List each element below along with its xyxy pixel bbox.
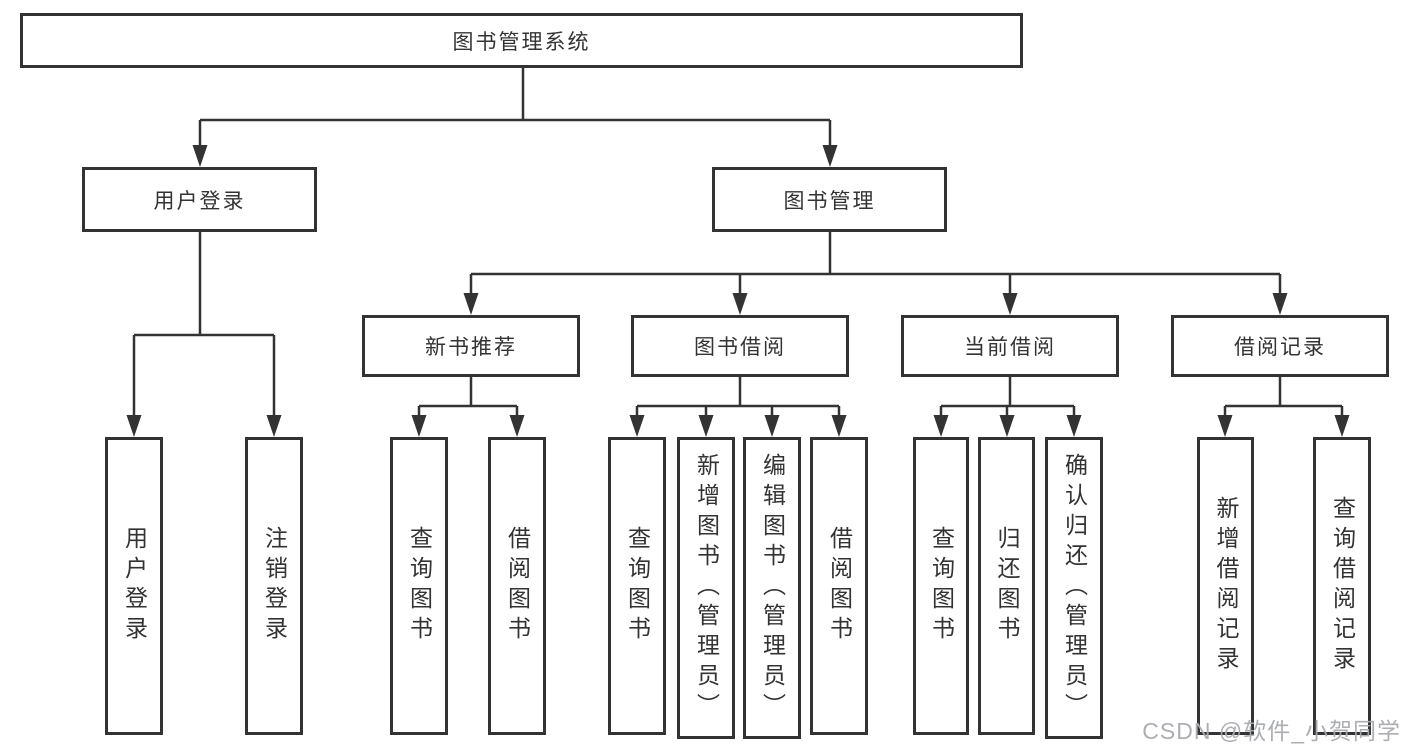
leaf-label: 编辑图书（管理员） <box>759 453 786 723</box>
node-user-login: 用户登录 <box>82 167 317 232</box>
node-current-borrowing: 当前借阅 <box>901 315 1119 377</box>
node-label: 图书管理 <box>783 189 876 213</box>
leaf-label: 查询借阅记录 <box>1329 496 1356 676</box>
node-book-borrowing: 图书借阅 <box>631 315 849 377</box>
leaf-add-borrowing-record: 新增借阅记录 <box>1197 437 1254 735</box>
leaf-edit-books-admin: 编辑图书（管理员） <box>743 437 801 739</box>
node-label: 用户登录 <box>153 189 246 213</box>
leaf-label: 新增图书（管理员） <box>693 453 720 723</box>
leaf-label: 借阅图书 <box>826 526 853 646</box>
node-label: 当前借阅 <box>964 336 1056 359</box>
leaf-label: 查询图书 <box>624 526 651 646</box>
node-label: 借阅记录 <box>1234 336 1326 359</box>
leaf-return-books: 归还图书 <box>978 437 1035 735</box>
leaf-logout: 注销登录 <box>245 437 303 735</box>
leaf-label: 查询图书 <box>406 526 433 646</box>
leaf-query-borrowing-record: 查询借阅记录 <box>1313 437 1371 735</box>
leaf-confirm-return-admin: 确认归还（管理员） <box>1045 437 1103 739</box>
leaf-label: 新增借阅记录 <box>1213 496 1239 676</box>
leaf-user-login: 用户登录 <box>105 437 163 735</box>
leaf-query-books: 查询图书 <box>390 437 448 735</box>
leaf-label: 归还图书 <box>994 526 1020 646</box>
leaf-query-books: 查询图书 <box>608 437 666 735</box>
leaf-label: 确认归还（管理员） <box>1061 453 1088 723</box>
node-label: 图书管理系统 <box>452 30 591 54</box>
node-book-management: 图书管理 <box>712 167 947 232</box>
leaf-borrow-books: 借阅图书 <box>488 437 546 735</box>
node-borrowing-records: 借阅记录 <box>1171 315 1389 377</box>
node-new-book-recommendation: 新书推荐 <box>362 315 580 377</box>
node-label: 图书借阅 <box>694 336 786 359</box>
leaf-add-books-admin: 新增图书（管理员） <box>677 437 735 739</box>
leaf-label: 借阅图书 <box>504 526 531 646</box>
csdn-watermark: CSDN @软件_小贺同学 <box>1142 718 1401 744</box>
node-library-management-system: 图书管理系统 <box>20 13 1023 68</box>
leaf-label: 查询图书 <box>928 526 955 646</box>
node-label: 新书推荐 <box>425 336 517 359</box>
leaf-label: 用户登录 <box>121 526 148 646</box>
leaf-label: 注销登录 <box>261 526 288 646</box>
leaf-borrow-books: 借阅图书 <box>810 437 868 735</box>
leaf-query-books: 查询图书 <box>913 437 969 735</box>
